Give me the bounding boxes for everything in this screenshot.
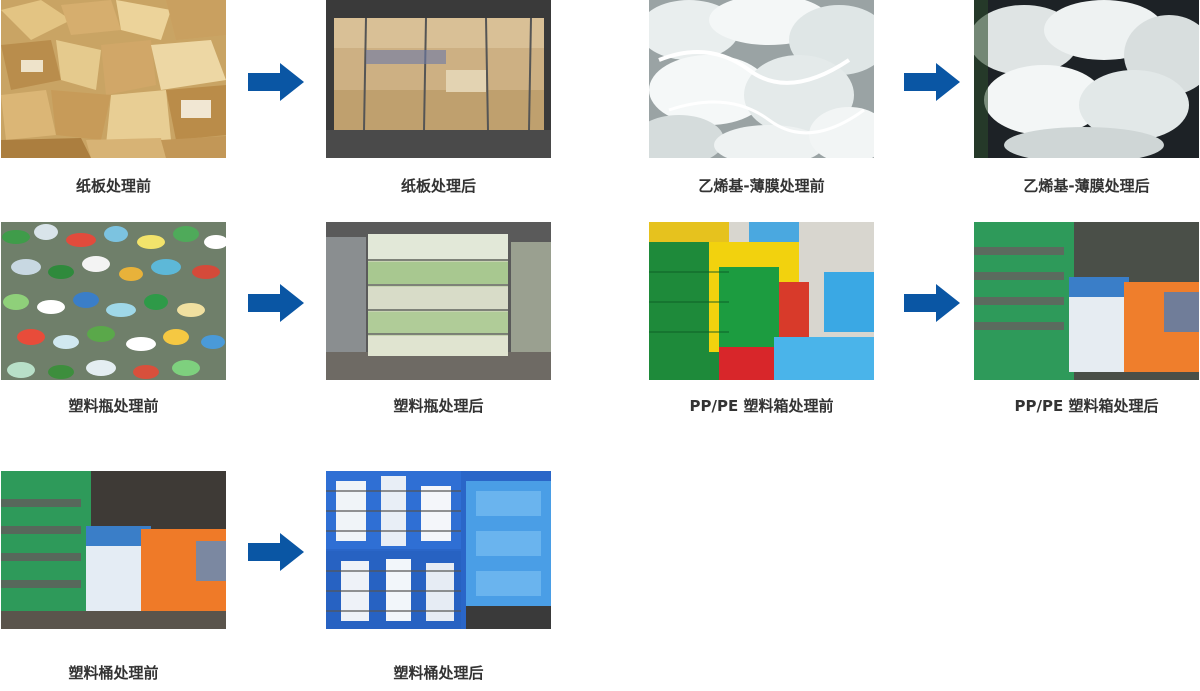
plastic-crates-before-image <box>649 222 874 380</box>
vinyl-film-after-image <box>974 0 1199 158</box>
plastic-drums-after-caption: 塑料桶处理后 <box>393 664 484 682</box>
plastic-crates-before-caption: PP/PE 塑料箱处理前 <box>689 397 834 415</box>
plastic-drums-after-image <box>326 471 551 629</box>
arrow-right-icon <box>248 533 304 571</box>
arrow-right-icon <box>904 284 960 322</box>
cardboard-bale-icon <box>326 0 551 158</box>
plastic-crates-bale-icon <box>974 222 1199 380</box>
plastic-bottles-scrap-icon <box>1 222 226 380</box>
vinyl-film-scrap-icon <box>649 0 874 158</box>
plastic-drums-baler-icon <box>1 471 226 629</box>
cardboard-scrap-icon <box>1 0 226 158</box>
vinyl-film-before-caption: 乙烯基-薄膜处理前 <box>698 177 825 195</box>
plastic-bottles-before-image <box>1 222 226 380</box>
plastic-crates-after-image <box>974 222 1199 380</box>
plastic-crates-after-caption: PP/PE 塑料箱处理后 <box>1014 397 1159 415</box>
plastic-bottles-before-caption: 塑料瓶处理前 <box>68 397 159 415</box>
vinyl-film-before-image <box>649 0 874 158</box>
vinyl-film-after-caption: 乙烯基-薄膜处理后 <box>1023 177 1150 195</box>
vinyl-film-bale-icon <box>974 0 1199 158</box>
arrow-right-icon <box>248 63 304 101</box>
plastic-bottles-after-image <box>326 222 551 380</box>
plastic-drums-bale-icon <box>326 471 551 629</box>
plastic-crates-scrap-icon <box>649 222 874 380</box>
plastic-bottles-bale-icon <box>326 222 551 380</box>
cardboard-after-image <box>326 0 551 158</box>
cardboard-after-caption: 纸板处理后 <box>400 177 476 195</box>
plastic-drums-before-image <box>1 471 226 629</box>
arrow-right-icon <box>248 284 304 322</box>
plastic-drums-before-caption: 塑料桶处理前 <box>68 664 159 682</box>
arrow-right-icon <box>904 63 960 101</box>
cardboard-before-caption: 纸板处理前 <box>75 177 151 195</box>
cardboard-before-image <box>1 0 226 158</box>
plastic-bottles-after-caption: 塑料瓶处理后 <box>393 397 484 415</box>
